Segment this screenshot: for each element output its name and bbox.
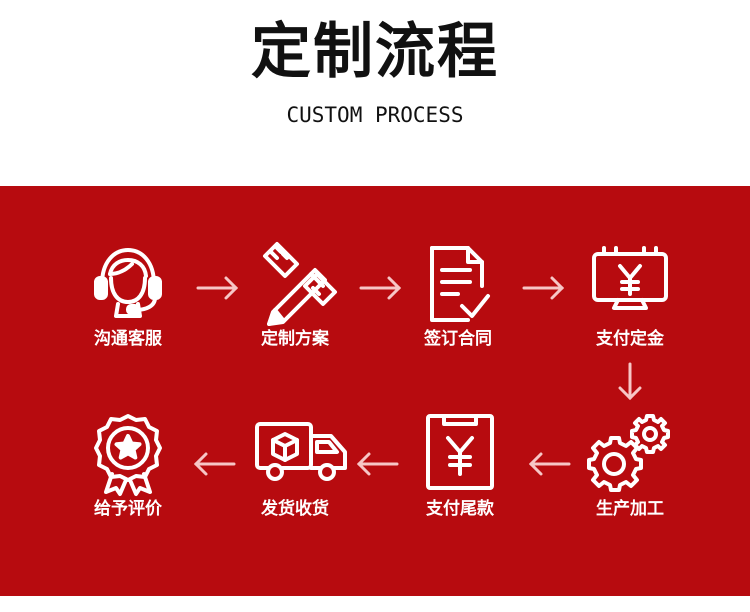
headset-icon bbox=[94, 248, 162, 318]
contract-icon bbox=[430, 246, 490, 322]
arrow-right-icon bbox=[359, 276, 402, 300]
step-label: 发货收货 bbox=[261, 499, 329, 519]
step-label: 支付尾款 bbox=[426, 499, 494, 519]
step-design-plan: 定制方案 bbox=[225, 242, 365, 364]
step-label: 生产加工 bbox=[596, 499, 664, 519]
delivery-truck-icon bbox=[255, 422, 347, 481]
step-label: 沟通客服 bbox=[94, 329, 162, 349]
step-label: 签订合同 bbox=[424, 329, 492, 349]
step-sign-contract: 签订合同 bbox=[388, 244, 528, 364]
gears-icon bbox=[587, 414, 670, 492]
step-label: 支付定金 bbox=[596, 329, 664, 349]
arrow-left-icon bbox=[193, 452, 236, 476]
step-label: 定制方案 bbox=[261, 329, 329, 349]
arrow-right-icon bbox=[522, 276, 565, 300]
clipboard-yen-icon bbox=[426, 414, 494, 490]
step-pay-deposit: 支付定金 bbox=[560, 244, 700, 364]
page-subtitle: CUSTOM PROCESS bbox=[286, 103, 464, 127]
pencil-ruler-icon bbox=[263, 242, 337, 326]
arrow-left-icon bbox=[356, 452, 399, 476]
step-pay-balance: 支付尾款 bbox=[390, 414, 530, 534]
monitor-yen-icon bbox=[592, 246, 668, 310]
page-title: 定制流程 bbox=[251, 17, 499, 87]
award-badge-icon bbox=[94, 414, 162, 496]
step-production: 生产加工 bbox=[560, 414, 700, 534]
step-communicate: 沟通客服 bbox=[58, 244, 198, 364]
step-label: 给予评价 bbox=[94, 499, 162, 519]
arrow-down-icon bbox=[618, 362, 642, 401]
step-review: 给予评价 bbox=[58, 414, 198, 534]
process-panel: 沟通客服 定制方案 bbox=[0, 186, 750, 596]
header: 定制流程 CUSTOM PROCESS bbox=[0, 0, 750, 186]
step-shipping: 发货收货 bbox=[225, 414, 365, 534]
arrow-left-icon bbox=[528, 452, 571, 476]
arrow-right-icon bbox=[196, 276, 239, 300]
